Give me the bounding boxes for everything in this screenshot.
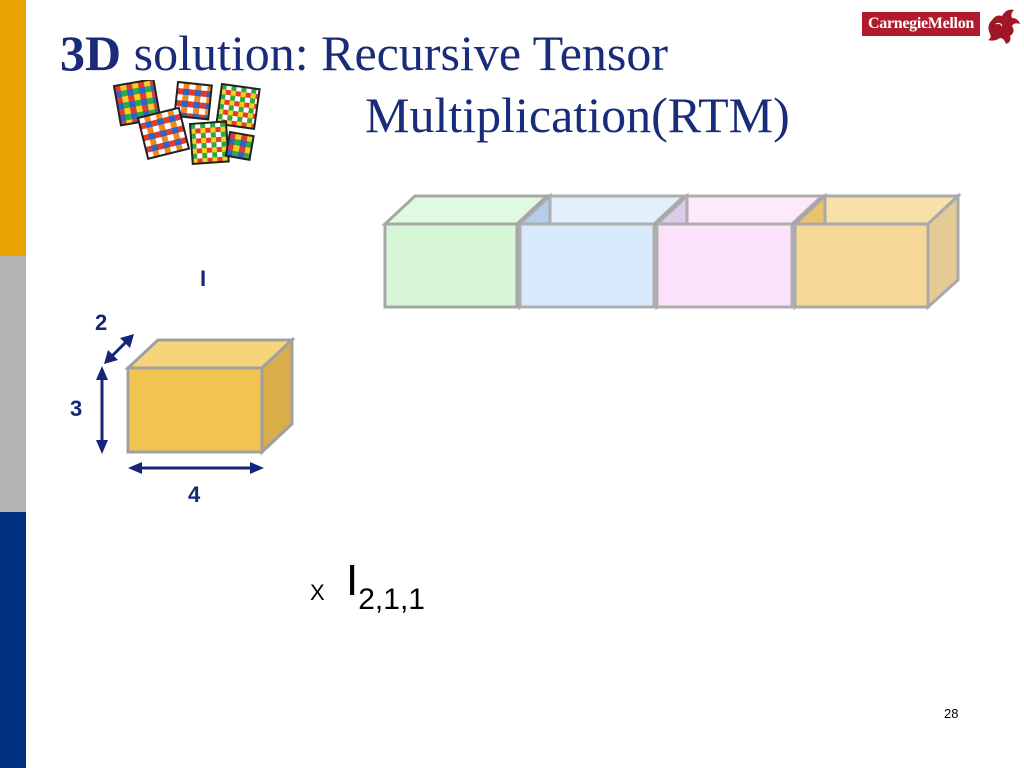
width-arrow xyxy=(128,462,264,474)
sidebar-accent-navy xyxy=(0,512,26,768)
university-logo: CarnegieMellon xyxy=(862,12,980,36)
rubiks-cubes-image xyxy=(112,80,261,165)
sidebar-accent-gold xyxy=(0,0,26,256)
block-gold xyxy=(791,192,962,311)
multiply-operator: X xyxy=(310,580,325,605)
title-bold: 3D xyxy=(60,25,122,81)
expression-symbol: I xyxy=(346,556,359,605)
block-blue xyxy=(516,192,688,311)
block-pink xyxy=(653,192,826,311)
dragon-crest-icon xyxy=(988,9,1020,45)
title-line2: Multiplication(RTM) xyxy=(365,87,790,143)
height-label: 3 xyxy=(70,396,83,421)
height-arrow xyxy=(96,366,108,454)
depth-label: 2 xyxy=(95,310,108,335)
page-number: 28 xyxy=(944,706,959,721)
title-rest: solution: Recursive Tensor xyxy=(121,25,669,81)
tensor-box xyxy=(124,336,296,456)
expression-subscript: 2,1,1 xyxy=(358,583,425,616)
tensor-label: I xyxy=(200,266,207,291)
sidebar-accent-gray xyxy=(0,256,26,512)
block-green xyxy=(381,194,551,309)
slide-title: 3D solution: Recursive Tensor Multiplica… xyxy=(60,22,880,146)
width-label: 4 xyxy=(188,482,201,507)
depth-arrow xyxy=(104,334,134,364)
tensor-expression: I2,1,1 xyxy=(346,556,425,616)
